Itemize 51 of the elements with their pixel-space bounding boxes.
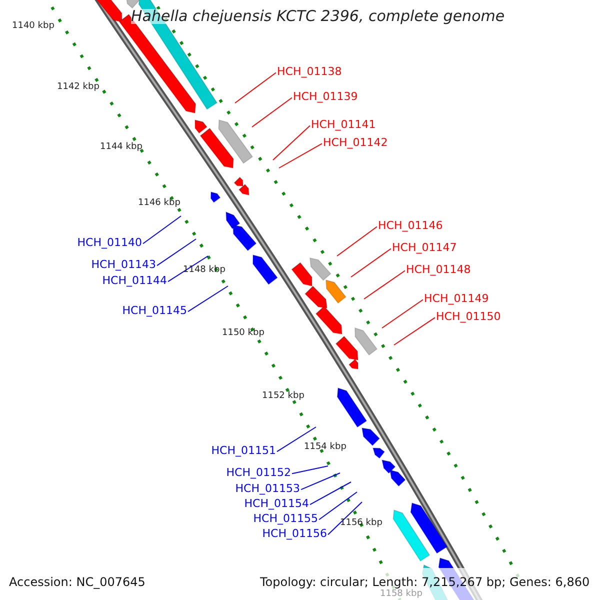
leader-line [394,317,436,346]
gene-label: HCH_01139 [293,91,358,102]
leader-line [156,238,196,266]
gene-label: HCH_01156 [262,528,327,539]
leader-line [252,97,292,128]
leader-line [336,226,378,256]
footer-text: Topology: circular; Length: 7,215,267 bp; Genes: 6,860 [260,576,590,588]
gene-label: HCH_01143 [91,259,156,270]
scale-label: 1144 kbp [100,143,142,152]
gene-label: HCH_01152 [226,467,291,478]
gene-label: HCH_01138 [277,66,342,77]
leader-line [364,270,406,300]
leader-line [142,216,182,244]
scale-label: 1142 kbp [57,83,100,92]
leader-line [276,426,316,452]
gene-label: HCH_01148 [406,264,471,275]
leader-line [310,482,352,506]
title: Hahella chejuensis KCTC 2396, complete genome [131,9,505,24]
leader-line [234,72,276,104]
gene-label: HCH_01146 [378,220,443,231]
gene-label: HCH_01154 [244,498,309,509]
scale-label: 1154 kbp [304,443,346,452]
gene-label: HCH_01147 [392,242,457,253]
scale-label: 1158 kbp [380,590,422,599]
gene-label: HCH_01142 [323,137,388,148]
leader-line [382,299,424,328]
leader-line [292,466,328,474]
leader-line [300,472,340,490]
leader-line [328,502,362,536]
gene-label: HCH_01145 [122,305,187,316]
scale-label: 1146 kbp [138,199,180,208]
gene-label: HCH_01151 [211,445,276,456]
leader-line [350,248,392,278]
leader-line [272,125,310,160]
gene-label: HCH_01141 [311,119,376,130]
scale-label: 1148 kbp [183,266,226,275]
gene-label: HCH_01153 [235,483,300,494]
gene-label: HCH_01144 [102,275,167,286]
gene-label: HCH_01140 [77,237,142,248]
leader-line [188,286,228,312]
gene-label: HCH_01150 [436,311,501,322]
gene-label: HCH_01155 [253,513,318,524]
scale-label: 1150 kbp [222,329,264,338]
scale-label: 1152 kbp [262,392,304,401]
scale-label: 1156 kbp [340,519,382,528]
scale-label: 1140 kbp [12,22,54,31]
leader-line [168,256,208,282]
leader-line [318,492,358,520]
leader-line [278,143,322,168]
footer-text: Accession: NC_007645 [9,576,146,588]
gene-label: HCH_01149 [424,293,489,304]
